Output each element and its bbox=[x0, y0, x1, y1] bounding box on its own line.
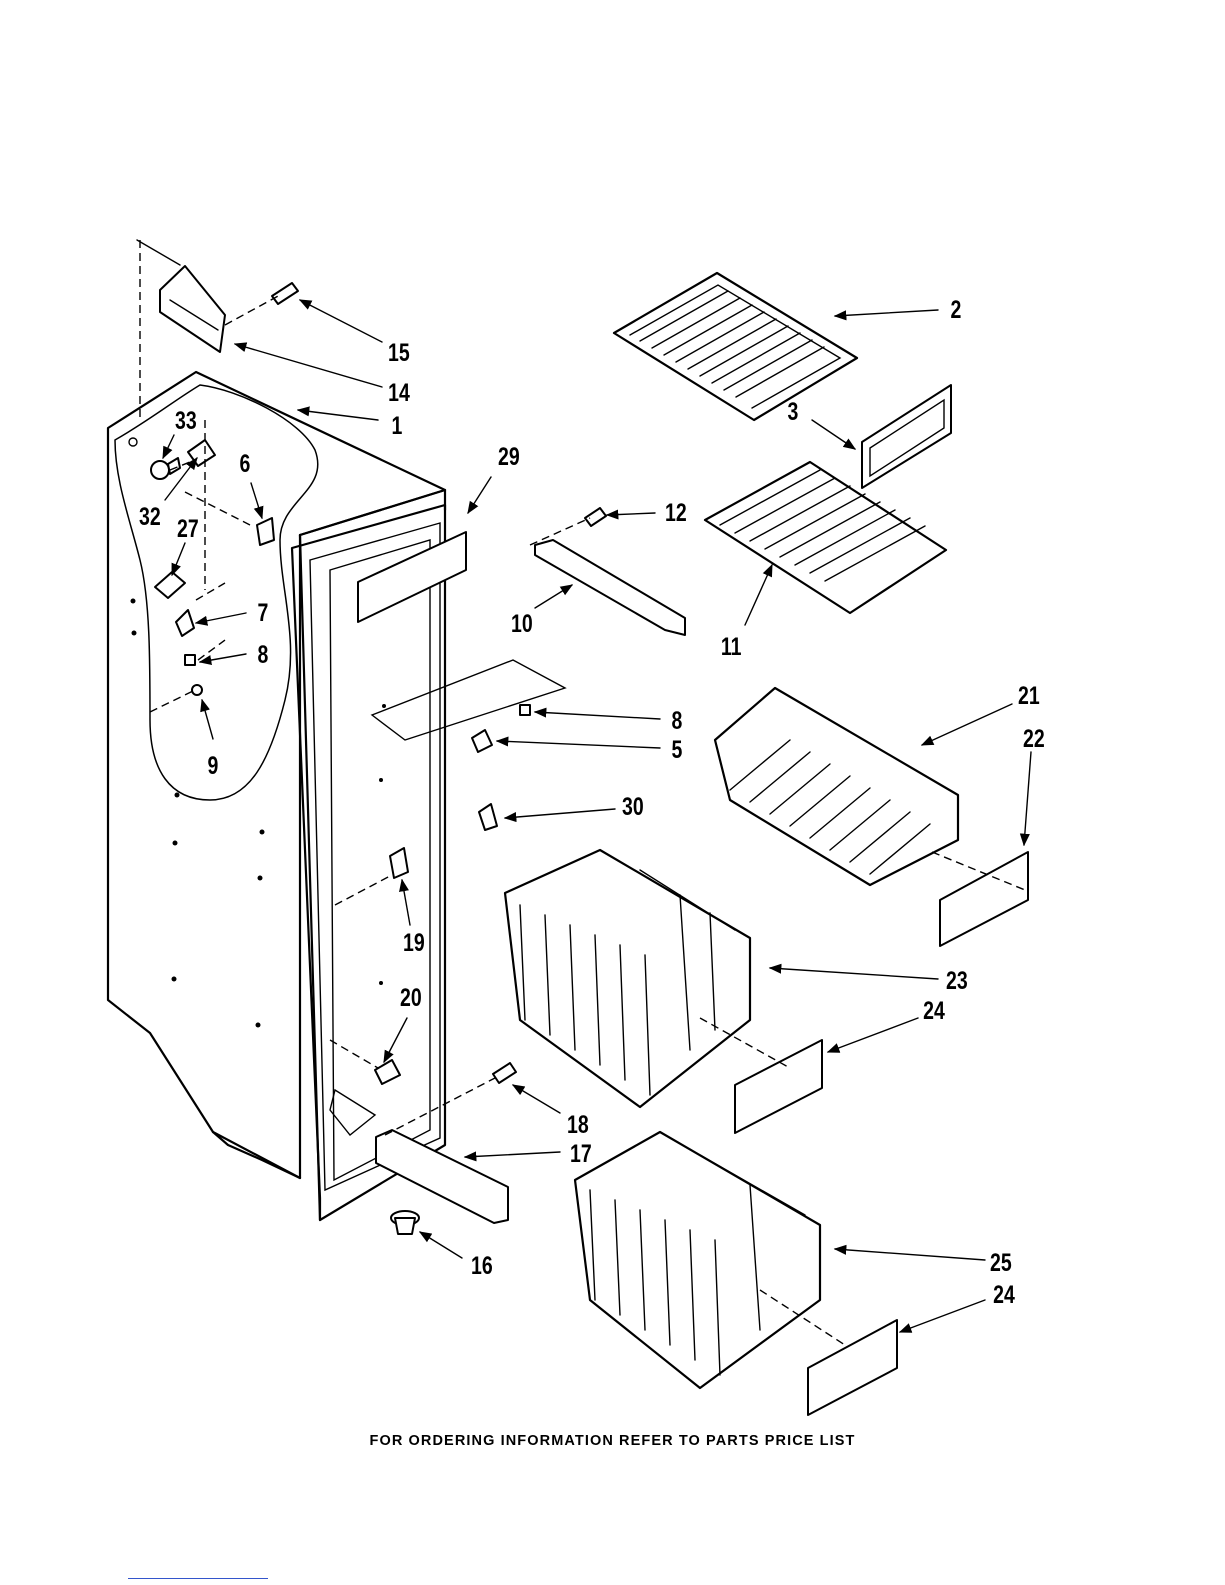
callout-2: 2 bbox=[951, 296, 962, 324]
callout-10: 10 bbox=[511, 610, 533, 638]
bracket-5 bbox=[472, 730, 492, 752]
clip-7 bbox=[176, 610, 194, 636]
callout-20: 20 bbox=[400, 984, 422, 1012]
callout-7: 7 bbox=[258, 599, 269, 627]
screw-18 bbox=[493, 1063, 516, 1083]
screw-9 bbox=[192, 685, 202, 695]
callout-12: 12 bbox=[665, 499, 687, 527]
callout-33: 33 bbox=[175, 407, 197, 435]
leveler-16 bbox=[391, 1211, 419, 1234]
switch-19 bbox=[390, 848, 408, 878]
switch-27 bbox=[155, 572, 185, 598]
callout-19: 19 bbox=[403, 929, 425, 957]
shelf-trim-3 bbox=[862, 385, 951, 488]
callout-9: 9 bbox=[208, 752, 219, 780]
callout-11: 11 bbox=[721, 633, 742, 661]
liner-front-frame bbox=[292, 505, 466, 1220]
callout-8-left: 8 bbox=[258, 641, 269, 669]
clip-8-right bbox=[372, 660, 565, 740]
basket-25 bbox=[575, 1132, 820, 1388]
callout-14: 14 bbox=[388, 379, 410, 407]
callout-25: 25 bbox=[990, 1249, 1012, 1277]
screw-15 bbox=[272, 283, 298, 304]
basket-trim-22 bbox=[940, 852, 1028, 946]
callout-18: 18 bbox=[567, 1111, 589, 1139]
callout-21: 21 bbox=[1018, 682, 1040, 710]
callout-22: 22 bbox=[1023, 725, 1045, 753]
basket-23 bbox=[505, 850, 750, 1107]
callout-30: 30 bbox=[622, 793, 644, 821]
wire-shelf-11 bbox=[705, 462, 946, 613]
clip-8-left bbox=[185, 655, 195, 665]
callout-1: 1 bbox=[392, 412, 403, 440]
shelf-support-10 bbox=[535, 540, 685, 635]
basket-trim-24-lower bbox=[808, 1320, 897, 1415]
callout-27: 27 bbox=[177, 515, 199, 543]
light-socket-32 bbox=[188, 440, 215, 466]
page-edge-rule bbox=[128, 1578, 268, 1579]
callout-29: 29 bbox=[498, 443, 520, 471]
callout-8-right: 8 bbox=[672, 707, 683, 735]
clip-30 bbox=[479, 804, 497, 830]
light-bulb-33 bbox=[151, 458, 180, 479]
callout-17: 17 bbox=[570, 1140, 592, 1168]
callout-24-upper: 24 bbox=[923, 997, 945, 1025]
shelf-2 bbox=[614, 273, 857, 420]
callout-32: 32 bbox=[139, 503, 161, 531]
callout-24-lower: 24 bbox=[993, 1281, 1015, 1309]
screw-12 bbox=[585, 508, 606, 526]
callout-3: 3 bbox=[788, 398, 799, 426]
callout-5: 5 bbox=[672, 736, 683, 764]
callout-16: 16 bbox=[471, 1252, 493, 1280]
bottom-cover-17 bbox=[376, 1130, 508, 1223]
callout-23: 23 bbox=[946, 967, 968, 995]
upper-bracket bbox=[160, 266, 225, 352]
switch-6 bbox=[257, 518, 274, 545]
callout-15: 15 bbox=[388, 339, 410, 367]
ordering-info-note: FOR ORDERING INFORMATION REFER TO PARTS … bbox=[0, 1433, 1225, 1449]
basket-trim-24-upper bbox=[735, 1040, 822, 1133]
callout-6: 6 bbox=[240, 450, 251, 478]
basket-21 bbox=[715, 688, 958, 885]
screw-20 bbox=[375, 1060, 400, 1084]
